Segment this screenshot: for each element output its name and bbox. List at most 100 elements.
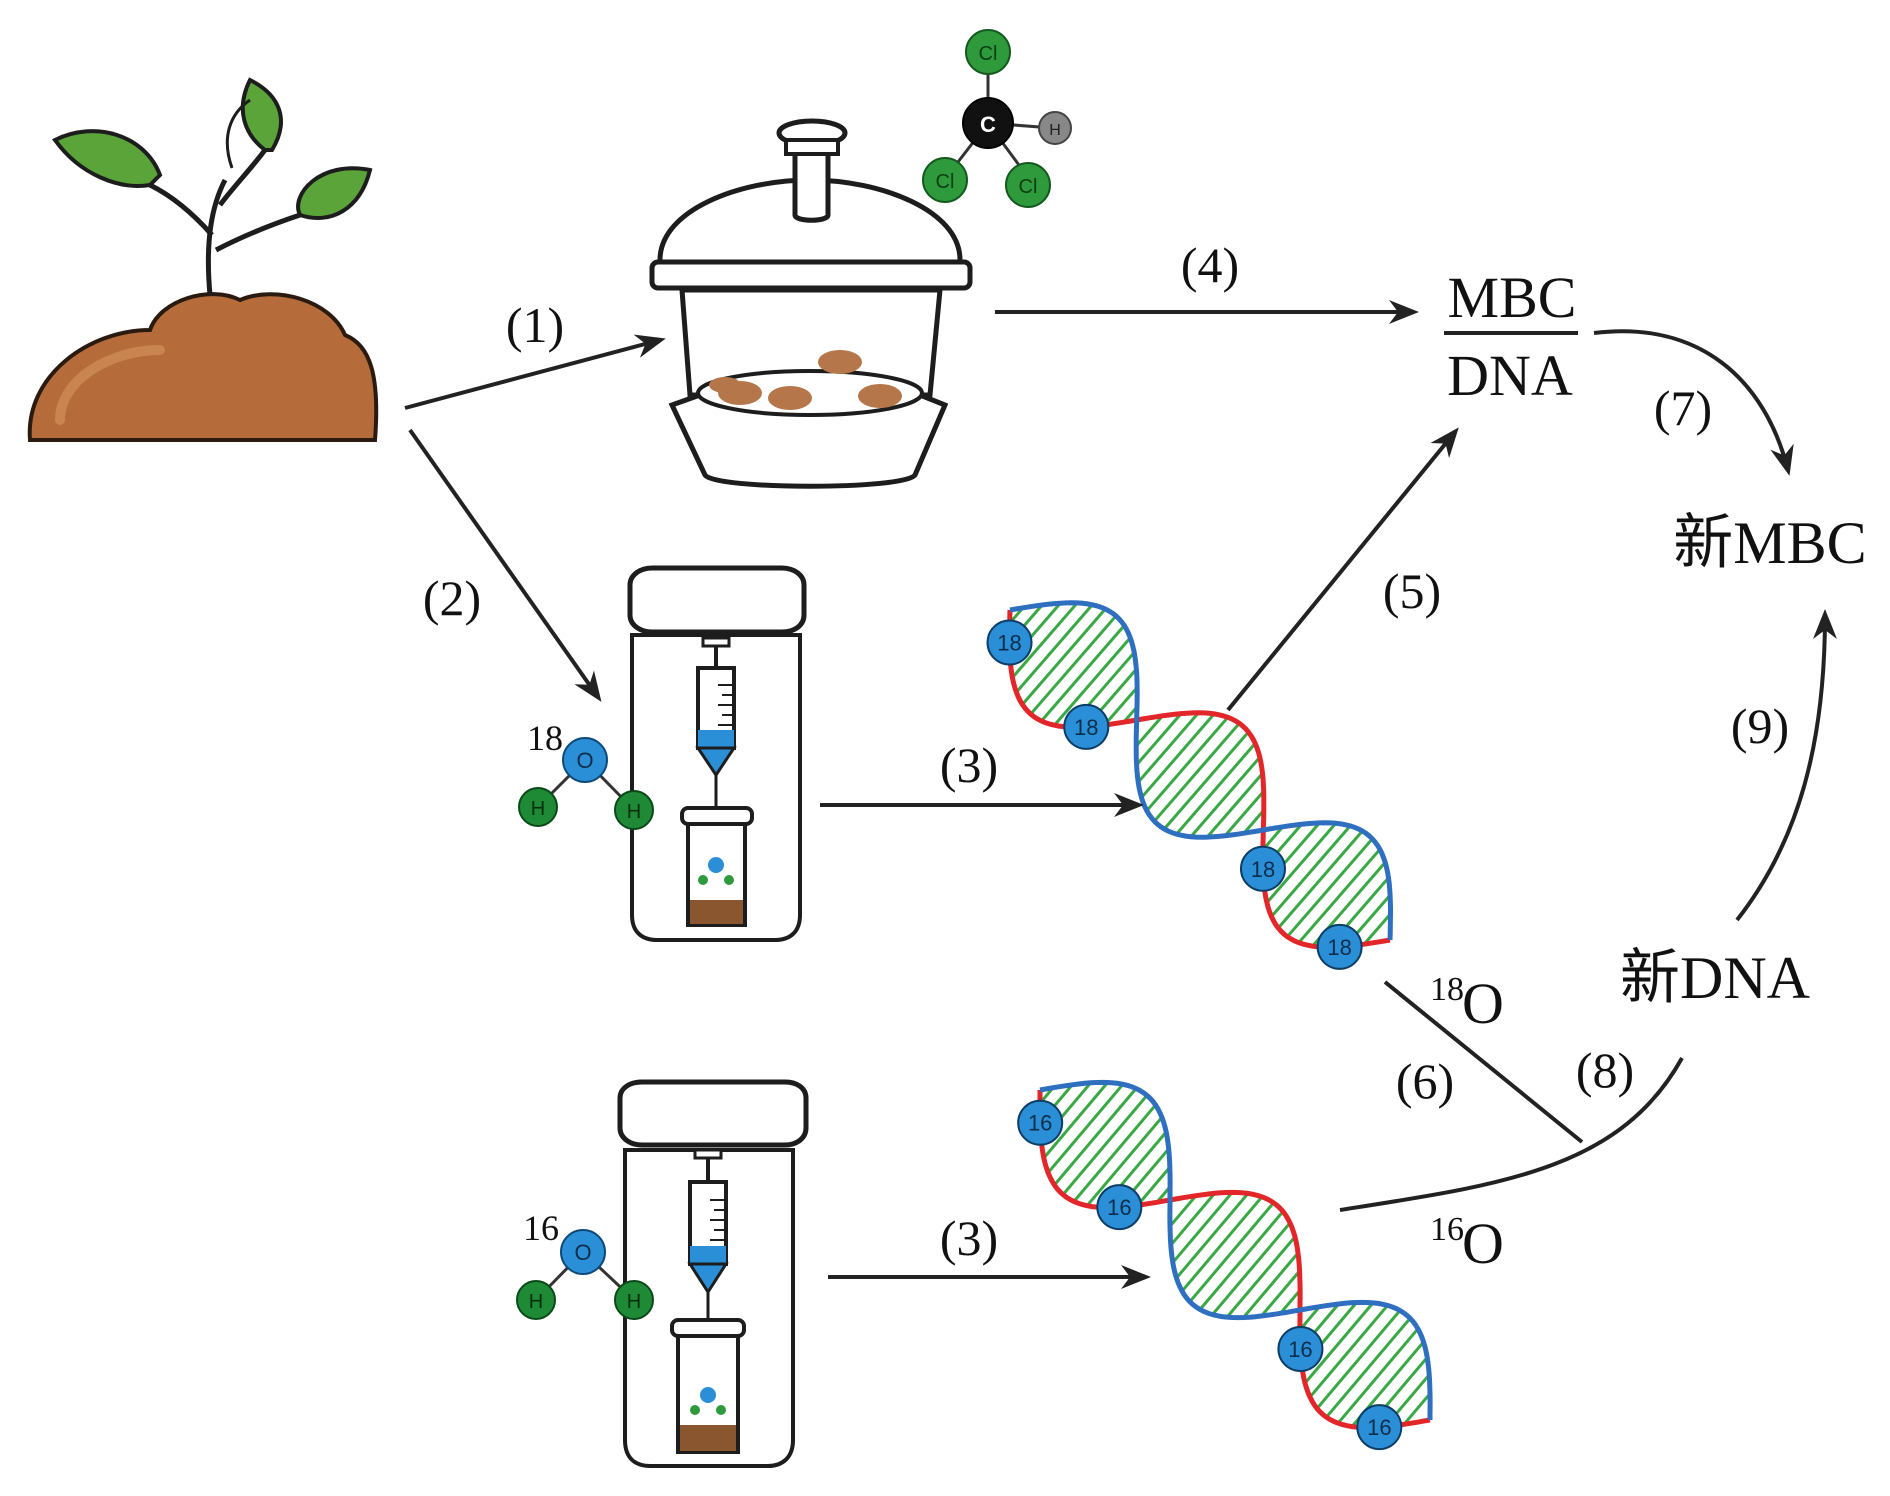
arrow-step-1	[404, 334, 666, 410]
step-3-upper-label: (3)	[940, 737, 998, 793]
base-pair-rung	[1189, 756, 1261, 838]
isotope-node-label: 18	[1251, 857, 1275, 882]
base-pair-rung	[1265, 822, 1337, 904]
base-pair-rung	[1279, 1289, 1302, 1315]
step-9-label: (9)	[1731, 698, 1789, 754]
h-atom-left-18: H	[518, 787, 558, 827]
base-pair-rung	[1225, 1235, 1297, 1319]
svg-text:H: H	[627, 801, 641, 823]
line-step-6	[1383, 980, 1584, 1144]
svg-text:Cl: Cl	[1019, 176, 1038, 198]
dna-strand-red	[1037, 1090, 1431, 1431]
dna-strand-red	[1007, 609, 1391, 950]
o18-isotope-label: 18 O	[1430, 971, 1504, 1036]
base-pair-rung	[1336, 1327, 1420, 1425]
step-6-label: (6)	[1396, 1053, 1454, 1109]
isotope-node: 16	[1017, 1099, 1064, 1146]
cl-atom-right: Cl	[1005, 162, 1051, 208]
h-atom-grey: H	[1038, 111, 1072, 145]
isotope-node-label: 16	[1367, 1415, 1391, 1440]
isotope-node-label: 18	[1327, 935, 1351, 960]
svg-text:H: H	[627, 1291, 641, 1313]
svg-text:H: H	[531, 798, 545, 820]
svg-text:O: O	[576, 748, 593, 773]
base-pair-rung	[1015, 603, 1094, 694]
base-pair-rung	[1180, 1195, 1264, 1293]
step-4-label: (4)	[1181, 237, 1239, 293]
water-18-mass-label: 18	[527, 718, 563, 758]
base-pair-rung	[1029, 614, 1118, 716]
isotope-node: 18	[1063, 703, 1110, 750]
cl-atom-left: Cl	[922, 157, 968, 203]
base-pair-rung	[1163, 731, 1250, 830]
arrow-step-2	[408, 428, 602, 702]
base-pair-rung	[1061, 1094, 1149, 1196]
base-pair-rung	[1315, 1309, 1402, 1410]
base-pair-rung	[1211, 1221, 1292, 1316]
h-atom-right-18: H	[614, 790, 654, 830]
base-pair-rung	[1103, 686, 1139, 727]
o18-mass: 18	[1430, 971, 1464, 1008]
isotope-node: 18	[1316, 923, 1363, 970]
base-pair-rung	[1168, 1194, 1198, 1228]
base-pair-rung	[1072, 1104, 1157, 1203]
base-pair-rung	[1206, 772, 1264, 839]
mbc-dna-ratio: MBC DNA	[1444, 265, 1578, 408]
isotope-node-label: 16	[1107, 1195, 1131, 1220]
isotope-node: 18	[1239, 845, 1286, 892]
svg-text:Cl: Cl	[979, 43, 998, 65]
water-16-mass-label: 16	[523, 1208, 559, 1248]
isotope-node: 16	[1356, 1404, 1403, 1451]
o18-symbol: O	[1462, 971, 1504, 1036]
water-16-molecule: O H H 16	[516, 1208, 654, 1320]
base-pair-rung	[1053, 636, 1132, 727]
step-1-label: (1)	[506, 297, 564, 353]
svg-text:Cl: Cl	[936, 171, 955, 193]
base-pair-rung	[1135, 714, 1164, 748]
base-pair-rung	[1171, 1191, 1234, 1264]
base-pair-rung	[1242, 809, 1265, 835]
vial-18-icon	[627, 565, 807, 942]
base-pair-rung	[1046, 1083, 1125, 1174]
base-pair-rung	[1298, 1305, 1321, 1331]
water-18-molecule: O H H 18	[518, 718, 654, 830]
chloroform-molecule: Cl Cl Cl H C	[922, 29, 1072, 208]
new-dna-label: 新DNA	[1620, 945, 1810, 1011]
h-atom-left-16: H	[516, 1280, 556, 1320]
arrow-step-5	[1226, 427, 1459, 712]
step-8-label: (8)	[1576, 1042, 1634, 1098]
ratio-numerator: MBC	[1448, 265, 1577, 330]
svg-text:H: H	[1049, 122, 1061, 139]
base-pair-rung	[1140, 712, 1216, 799]
new-mbc-label: 新MBC	[1673, 510, 1866, 576]
base-pair-rung	[1303, 1301, 1375, 1385]
base-pair-rung	[1277, 830, 1364, 929]
base-pair-rung	[1040, 624, 1126, 722]
c-atom: C	[962, 97, 1014, 149]
step-2-label: (2)	[423, 570, 481, 626]
step-3-lower-label: (3)	[940, 1210, 998, 1266]
base-pair-rung	[1270, 824, 1352, 918]
base-pair-rung	[1169, 1192, 1216, 1247]
base-pair-rung	[1175, 1192, 1250, 1280]
base-pair-rung	[1198, 1210, 1285, 1311]
base-pair-rung	[1260, 1270, 1301, 1317]
dna-strand-blue	[1039, 1079, 1433, 1420]
desiccator-icon	[649, 118, 973, 489]
base-pair-rung	[1297, 848, 1381, 944]
svg-text:O: O	[574, 1240, 591, 1265]
o-atom-16: O	[560, 1229, 606, 1275]
base-pair-rung	[1145, 716, 1229, 812]
dna-strand-blue	[1009, 600, 1393, 941]
isotope-node-label: 18	[1074, 715, 1098, 740]
step-5-label: (5)	[1383, 563, 1441, 619]
base-pair-rung	[1175, 742, 1257, 836]
o16-symbol: O	[1462, 1211, 1504, 1276]
base-pair-rung	[1136, 1166, 1171, 1207]
h-atom-right-16: H	[614, 1280, 654, 1320]
base-pair-rung	[1242, 1252, 1300, 1319]
vial-16-icon	[617, 1079, 809, 1468]
